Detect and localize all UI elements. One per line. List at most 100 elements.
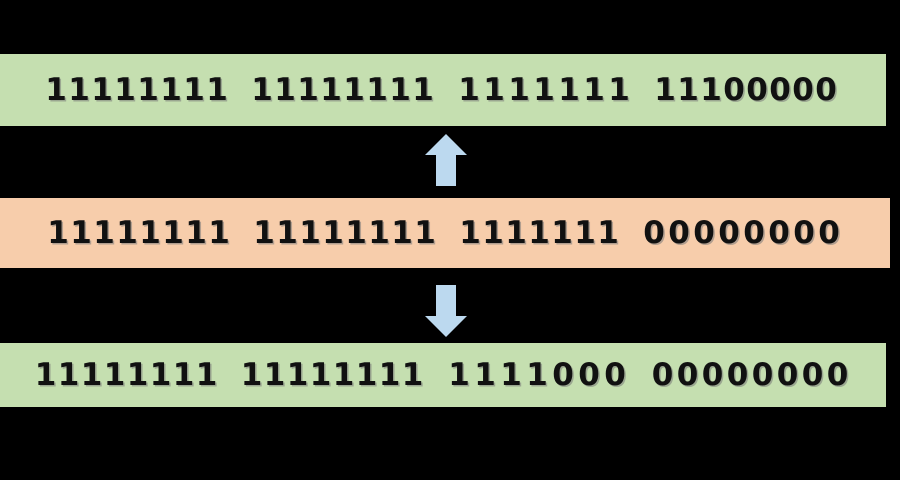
bit-1: 1 [183, 71, 205, 108]
bit-1: 1 [116, 214, 138, 251]
bit-1: 1 [332, 356, 355, 393]
bit-1: 1 [91, 71, 113, 108]
bit-1: 1 [391, 214, 413, 251]
bit-1: 1 [297, 71, 319, 108]
bit-1: 1 [389, 71, 411, 108]
bit-1: 1 [195, 356, 218, 393]
bit-0: 0 [768, 214, 790, 251]
bit-1: 1 [160, 71, 182, 108]
bit-1: 1 [276, 214, 298, 251]
bit-1: 1 [240, 356, 263, 393]
bit-1: 1 [597, 214, 619, 251]
bit-1: 1 [93, 214, 115, 251]
bit-0: 0 [651, 356, 674, 393]
bit-0: 0 [693, 214, 715, 251]
bit-1: 1 [414, 214, 436, 251]
bit-1: 1 [162, 214, 184, 251]
bit-1: 1 [378, 356, 401, 393]
bit-1: 1 [57, 356, 80, 393]
bit-1: 1 [206, 71, 228, 108]
arrow-up-icon [424, 132, 468, 188]
bit-1: 1 [558, 71, 580, 108]
bit-1: 1 [459, 214, 481, 251]
bit-0: 0 [801, 356, 824, 393]
bit-1: 1 [700, 71, 722, 108]
bit-1: 1 [528, 214, 550, 251]
bit-1: 1 [172, 356, 195, 393]
bit-1: 1 [482, 214, 504, 251]
bit-1: 1 [70, 214, 92, 251]
bit-1: 1 [299, 214, 321, 251]
bit-0: 0 [604, 356, 626, 393]
bit-1: 1 [47, 214, 69, 251]
arrow-down-icon [424, 283, 468, 339]
bit-1: 1 [274, 71, 296, 108]
bit-1: 1 [551, 214, 573, 251]
bit-1: 1 [500, 356, 522, 393]
bit-1: 1 [126, 356, 149, 393]
bit-0: 0 [676, 356, 699, 393]
bit-1: 1 [448, 356, 470, 393]
bit-1: 1 [677, 71, 699, 108]
bit-1: 1 [343, 71, 365, 108]
bit-1: 1 [80, 356, 103, 393]
bit-1: 1 [366, 71, 388, 108]
bit-0: 0 [552, 356, 574, 393]
bit-1: 1 [345, 214, 367, 251]
bit-0: 0 [776, 356, 799, 393]
bit-1: 1 [139, 214, 161, 251]
bit-1: 1 [508, 71, 530, 108]
bit-1: 1 [505, 214, 527, 251]
bit-0: 0 [718, 214, 740, 251]
bit-1: 1 [114, 71, 136, 108]
bit-1: 1 [458, 71, 480, 108]
bit-0: 0 [793, 214, 815, 251]
bit-0: 0 [826, 356, 849, 393]
bit-1: 1 [208, 214, 230, 251]
bit-0: 0 [746, 71, 768, 108]
bit-1: 1 [45, 71, 67, 108]
bit-0: 0 [726, 356, 749, 393]
bit-1: 1 [474, 356, 496, 393]
bit-1: 1 [526, 356, 548, 393]
bit-0: 0 [743, 214, 765, 251]
bit-0: 0 [792, 71, 814, 108]
bit-0: 0 [769, 71, 791, 108]
bit-1: 1 [309, 356, 332, 393]
bit-1: 1 [103, 356, 126, 393]
bit-1: 1 [368, 214, 390, 251]
bit-1: 1 [68, 71, 90, 108]
bit-1: 1 [574, 214, 596, 251]
bit-1: 1 [355, 356, 378, 393]
bit-0: 0 [818, 214, 840, 251]
bit-0: 0 [751, 356, 774, 393]
bit-1: 1 [286, 356, 309, 393]
bit-1: 1 [533, 71, 555, 108]
bit-1: 1 [654, 71, 676, 108]
bit-1: 1 [583, 71, 605, 108]
bit-0: 0 [815, 71, 837, 108]
bit-0: 0 [643, 214, 665, 251]
bit-1: 1 [412, 71, 434, 108]
bit-0: 0 [701, 356, 724, 393]
bit-1: 1 [401, 356, 424, 393]
bit-1: 1 [251, 71, 273, 108]
bit-0: 0 [668, 214, 690, 251]
bit-1: 1 [253, 214, 275, 251]
bit-0: 0 [723, 71, 745, 108]
